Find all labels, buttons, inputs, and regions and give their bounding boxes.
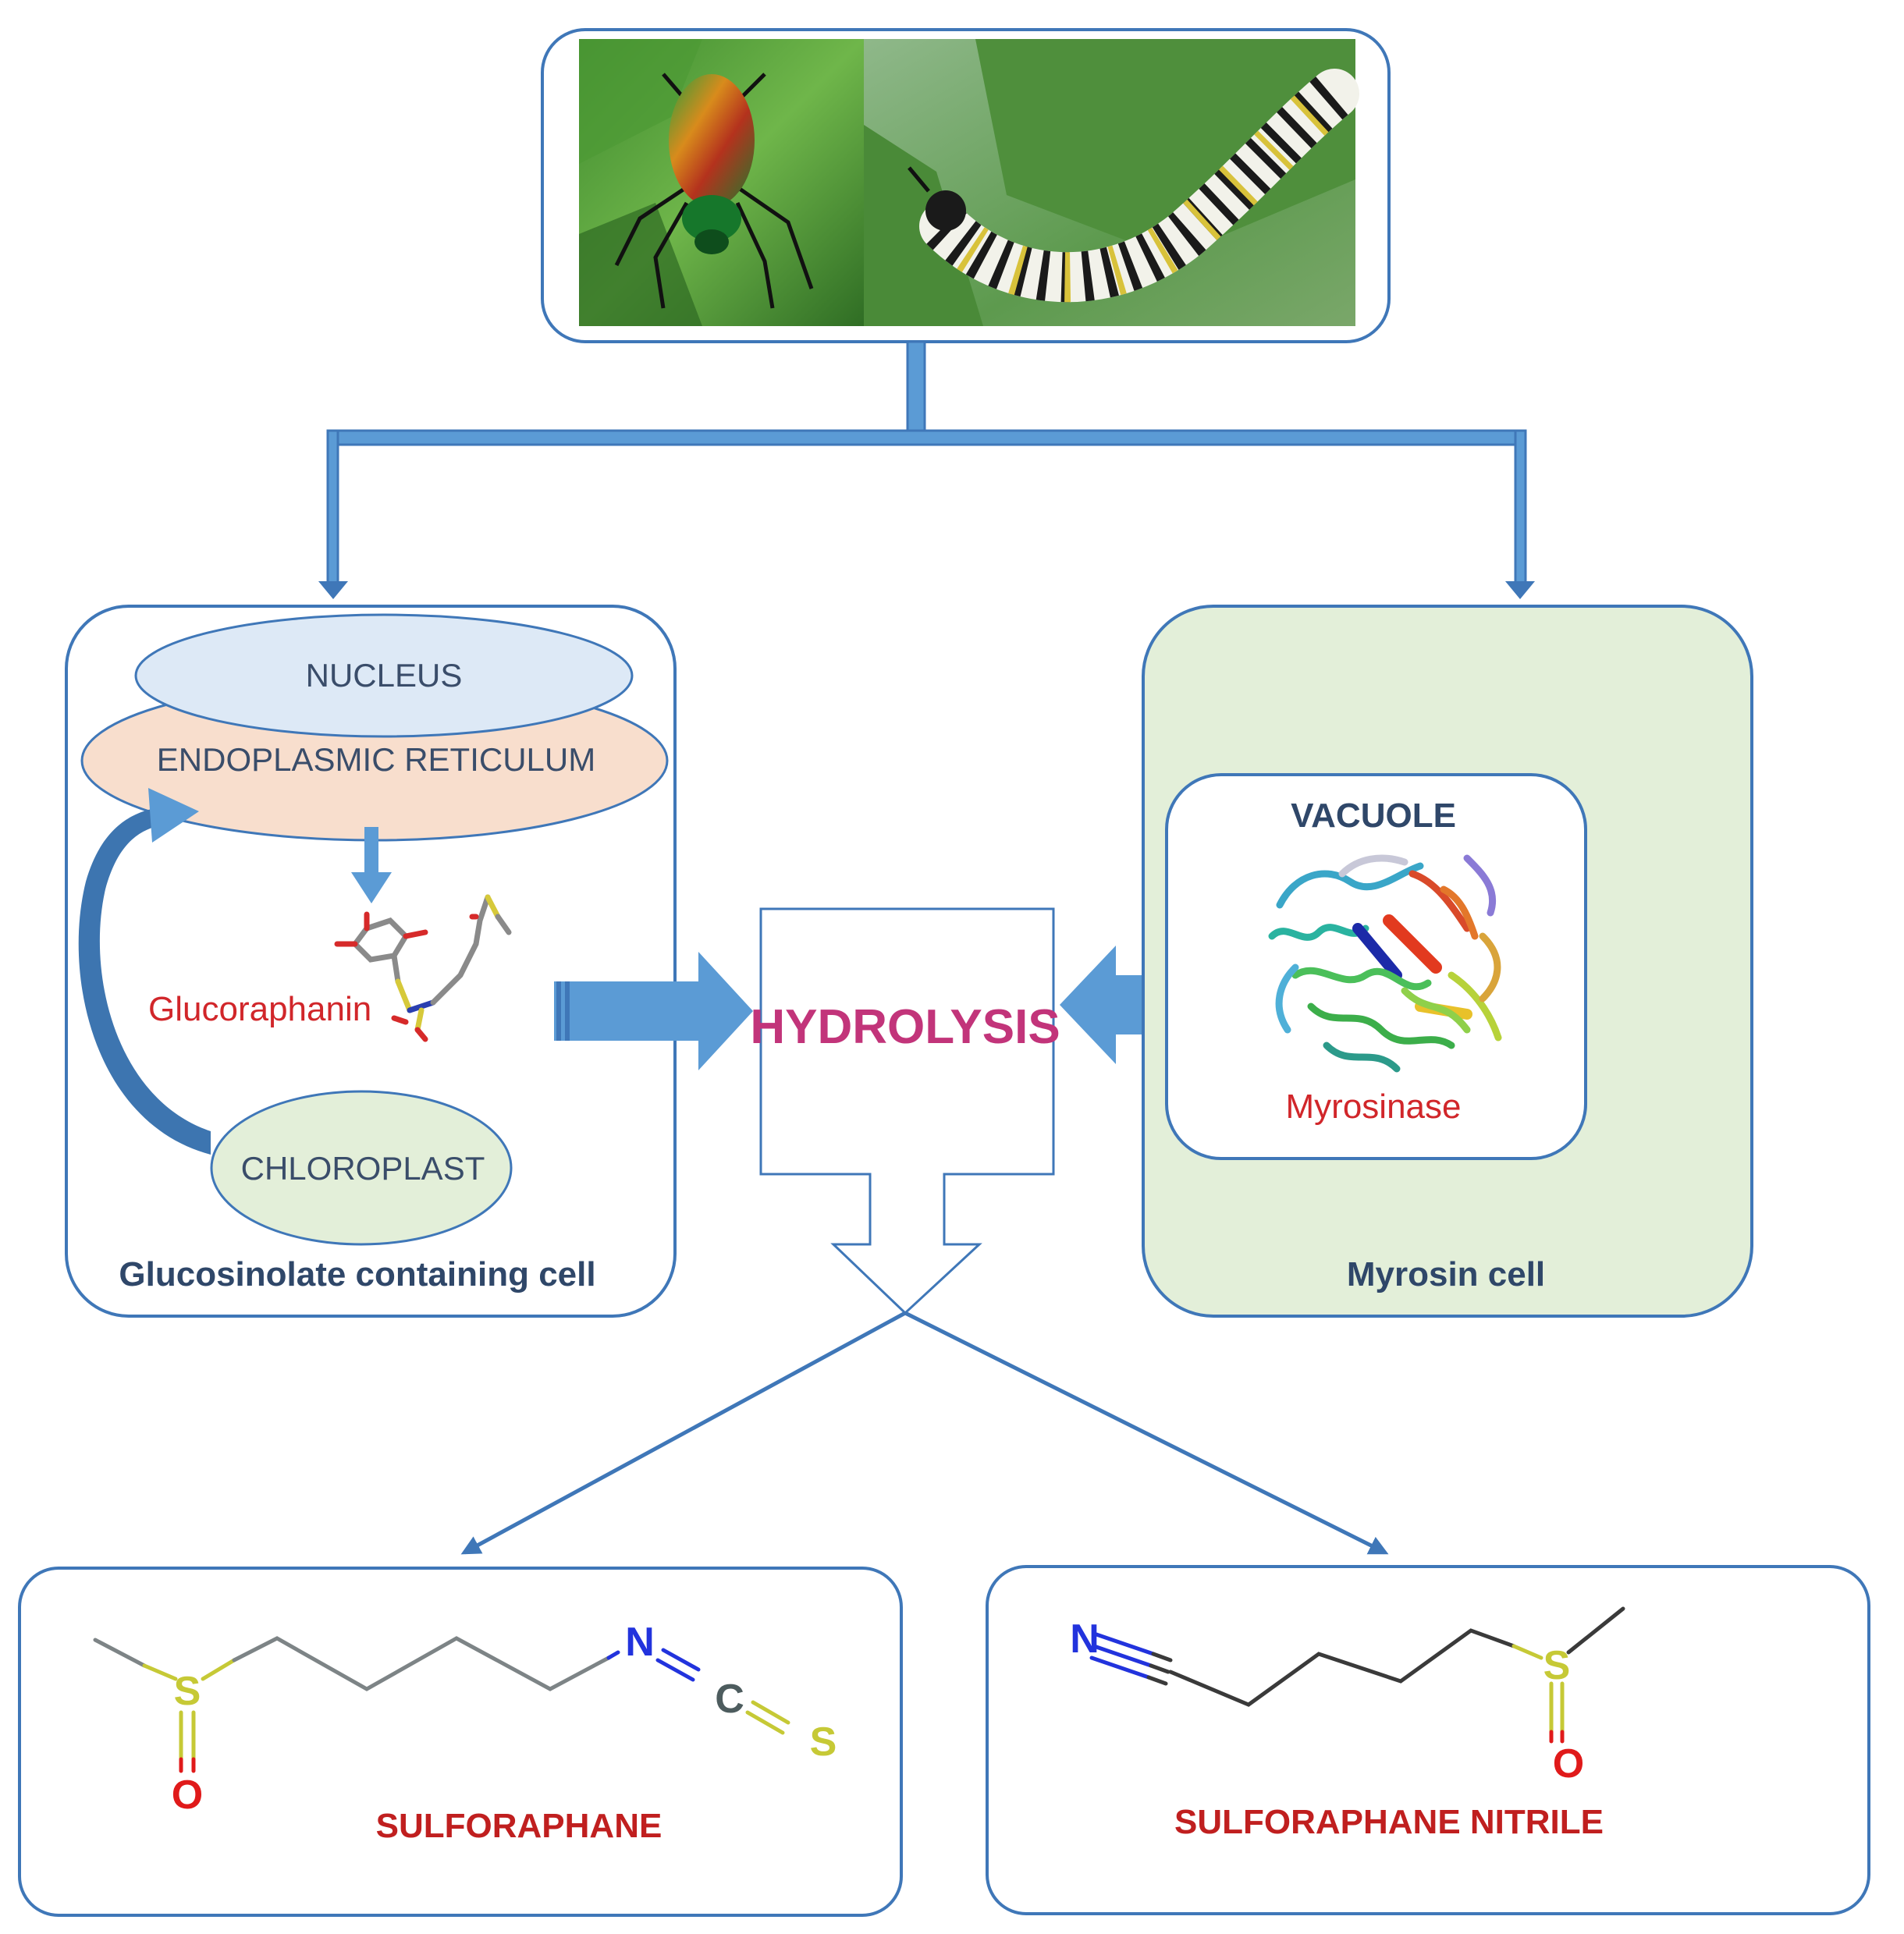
chloroplast-to-er-arrow <box>78 788 211 1155</box>
sulforaphane-nitrile-panel: N S O SULFORAPHANE NITRILE <box>986 1565 1870 1915</box>
sulforaphane-c-atom: C <box>715 1677 744 1722</box>
sulforaphane-structure <box>93 1636 790 1773</box>
er-label: ENDOPLASMIC RETICULUM <box>157 741 595 778</box>
sulforaphane-s2-atom: S <box>810 1719 837 1765</box>
nitrile-s-atom: S <box>1543 1643 1571 1688</box>
beetle-on-leaf-photo <box>579 39 864 326</box>
myrosin-cell-caption: Myrosin cell <box>1347 1255 1545 1293</box>
hydrolysis-box: HYDROLYSIS <box>750 907 1060 1315</box>
chloroplast-label: CHLOROPLAST <box>241 1150 485 1187</box>
nucleus-label: NUCLEUS <box>306 657 463 694</box>
hydrolysis-label: HYDROLYSIS <box>750 1000 1060 1054</box>
nucleus <box>134 613 634 738</box>
vacuole-label: VACUOLE <box>1291 797 1456 835</box>
nitrile-o-atom: O <box>1553 1741 1584 1787</box>
product-arrows <box>460 1311 1389 1555</box>
glucosinolate-containing-cell: NUCLEUS ENDOPLASMIC RETICULUM Glucorapha… <box>65 605 677 1318</box>
branch-connector <box>318 340 1535 599</box>
sulforaphane-o-atom: O <box>172 1773 203 1818</box>
myrosinase-protein-structure <box>1268 854 1502 1073</box>
sulforaphane-nitrile-label: SULFORAPHANE NITRILE <box>1174 1803 1604 1841</box>
nitrile-n-atom: N <box>1070 1616 1099 1662</box>
top-photo-panel <box>541 28 1391 343</box>
glucosinolate-cell-caption: Glucosinolate containing cell <box>119 1255 595 1293</box>
myrosinase-label: Myrosinase <box>1286 1088 1462 1126</box>
er-to-compound-arrow <box>351 827 392 903</box>
sulforaphane-nitrile-structure <box>1089 1606 1625 1744</box>
sulforaphane-label: SULFORAPHANE <box>376 1807 662 1845</box>
left-to-hydrolysis-arrow <box>554 952 753 1070</box>
glucoraphanin-molecule <box>334 894 512 1042</box>
sulforaphane-panel: S O N C S SULFORAPHANE <box>18 1567 903 1917</box>
sulforaphane-n-atom: N <box>625 1620 655 1665</box>
sulforaphane-s-atom: S <box>174 1669 201 1714</box>
myrosin-cell: VACUOLE Myrosinase Myrosin cell <box>1142 605 1753 1318</box>
chloroplast <box>210 1090 513 1246</box>
glucoraphanin-label: Glucoraphanin <box>148 990 371 1028</box>
caterpillar-on-leaf-photo <box>864 39 1359 326</box>
